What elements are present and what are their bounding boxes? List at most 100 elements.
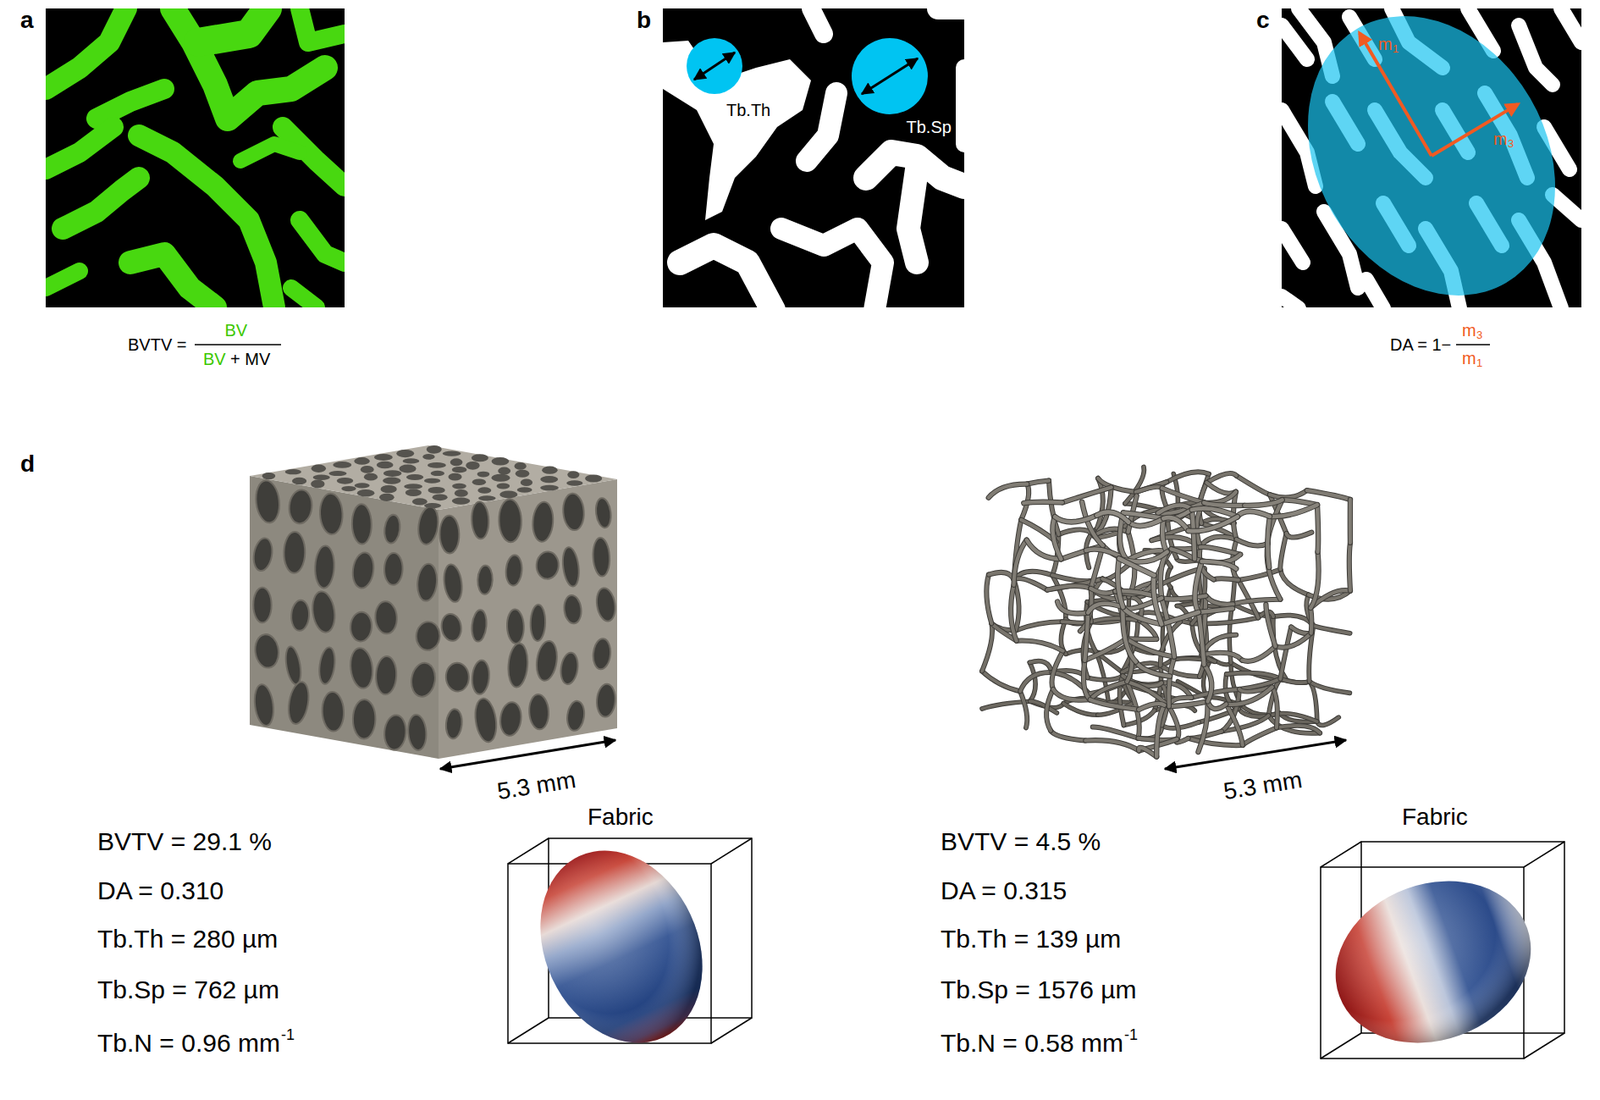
trabecular-rod bbox=[1023, 502, 1063, 503]
trabecular-rod bbox=[1062, 487, 1112, 503]
illustration-shape bbox=[1281, 296, 1299, 309]
trabecular-rod bbox=[1286, 532, 1313, 538]
cavity bbox=[311, 464, 326, 473]
cavity bbox=[470, 501, 490, 540]
trabecular-rod bbox=[1233, 599, 1281, 605]
trabecular-rod bbox=[1169, 700, 1209, 707]
illustration-shape bbox=[711, 838, 752, 864]
trabecular-rod bbox=[1280, 568, 1308, 595]
cavity bbox=[283, 531, 306, 574]
trabecular-rod bbox=[1202, 561, 1237, 569]
trabecular-rod bbox=[1015, 621, 1063, 630]
trabecular-rod bbox=[1203, 502, 1245, 506]
trabecular-rod bbox=[1267, 516, 1270, 568]
trabecular-rod bbox=[1191, 507, 1238, 517]
trabecular-rod bbox=[1198, 612, 1205, 665]
trabecular-rod bbox=[1020, 672, 1052, 691]
trabecular-rod bbox=[1310, 551, 1319, 608]
bvtv-slice bbox=[45, 8, 345, 308]
fabric-ellipsoid bbox=[510, 823, 734, 1070]
formula-text: + MV bbox=[230, 349, 271, 370]
trabecular-rod bbox=[1282, 499, 1318, 505]
cavity bbox=[491, 474, 511, 482]
trabecular-rod bbox=[1244, 499, 1282, 506]
trabecular-rod bbox=[1198, 608, 1233, 613]
cavity bbox=[251, 536, 275, 573]
trabecular-rod bbox=[1084, 638, 1126, 661]
cavity bbox=[424, 478, 441, 484]
trabecular-rod bbox=[1161, 612, 1199, 624]
trabecular-rod bbox=[1197, 700, 1208, 752]
trabecular-rod bbox=[1242, 727, 1277, 745]
trabecular-rod bbox=[1117, 558, 1123, 608]
trabecular-rod bbox=[1191, 689, 1240, 698]
trabecular-rod bbox=[1029, 662, 1036, 701]
illustration-shape bbox=[130, 253, 216, 308]
trabecular-rod bbox=[1206, 473, 1236, 483]
trabecular-rod bbox=[982, 623, 993, 671]
dimension-label: 5.3 mm bbox=[1221, 766, 1304, 806]
stat-text: BVTV = 29.1 % bbox=[97, 827, 272, 857]
trabecular-rod bbox=[1097, 512, 1130, 523]
trabecular-rod bbox=[1030, 700, 1058, 713]
formula-subscript: 1 bbox=[1476, 357, 1483, 370]
trabecular-rod bbox=[1014, 540, 1027, 585]
axis-label: m bbox=[1378, 34, 1393, 55]
stat-text: DA = 0.310 bbox=[97, 876, 224, 906]
formula-subscript: 3 bbox=[1476, 329, 1483, 343]
cavity bbox=[447, 473, 462, 481]
cavity bbox=[454, 489, 469, 497]
trabecular-rod bbox=[1052, 516, 1061, 559]
trabecular-rod bbox=[1014, 540, 1027, 585]
trabecular-rod bbox=[1242, 727, 1277, 745]
trabecular-rod bbox=[1136, 486, 1163, 492]
trabecular-rod bbox=[1050, 730, 1086, 741]
cube-face bbox=[249, 475, 439, 759]
trabecular-rod bbox=[1267, 516, 1270, 568]
trabecular-rod bbox=[1087, 675, 1124, 680]
trabecular-rod bbox=[1162, 488, 1205, 503]
trabecular-rod bbox=[1309, 681, 1351, 694]
trabecular-rod bbox=[1237, 511, 1270, 517]
trabecular-rod bbox=[1191, 509, 1195, 559]
cavity bbox=[253, 587, 272, 624]
bone-trabeculae bbox=[679, 8, 965, 310]
cavity bbox=[354, 482, 370, 488]
trabecular-rod bbox=[1047, 585, 1091, 591]
cavity bbox=[496, 482, 511, 489]
cavity bbox=[262, 472, 276, 480]
cavity bbox=[452, 466, 468, 473]
cavity bbox=[562, 594, 583, 624]
dimension-label: 5.3 mm bbox=[495, 766, 578, 806]
illustration-shape bbox=[1281, 228, 1303, 263]
cavity bbox=[477, 471, 491, 478]
cavity bbox=[565, 700, 586, 732]
illustration-shape bbox=[299, 8, 345, 43]
cavity bbox=[515, 469, 530, 478]
illustration-shape bbox=[679, 245, 773, 310]
trabecular-rod bbox=[1237, 511, 1270, 517]
trabecular-rod bbox=[986, 574, 992, 624]
trabecular-rod bbox=[1280, 626, 1292, 679]
cavity bbox=[426, 445, 442, 454]
trabecular-rod bbox=[1091, 617, 1140, 622]
trabecular-rod bbox=[1188, 516, 1238, 531]
cavity bbox=[374, 453, 393, 461]
cavity bbox=[341, 485, 356, 492]
illustration-shape bbox=[1518, 25, 1553, 85]
cavity bbox=[445, 662, 470, 692]
trabecular-rod bbox=[1317, 504, 1319, 552]
axis-subscript: 3 bbox=[1507, 137, 1514, 151]
trabecular-rod bbox=[1090, 699, 1140, 710]
diameter-arrow bbox=[861, 58, 918, 94]
trabecular-rod bbox=[1087, 603, 1123, 613]
trabecular-rod bbox=[1226, 673, 1281, 679]
cavity bbox=[450, 457, 464, 466]
cavity bbox=[348, 646, 376, 690]
cavity bbox=[286, 679, 312, 725]
trabecular-rod bbox=[982, 671, 1021, 692]
illustration-shape bbox=[955, 67, 965, 144]
cavity bbox=[360, 465, 375, 474]
cavity bbox=[415, 620, 442, 651]
